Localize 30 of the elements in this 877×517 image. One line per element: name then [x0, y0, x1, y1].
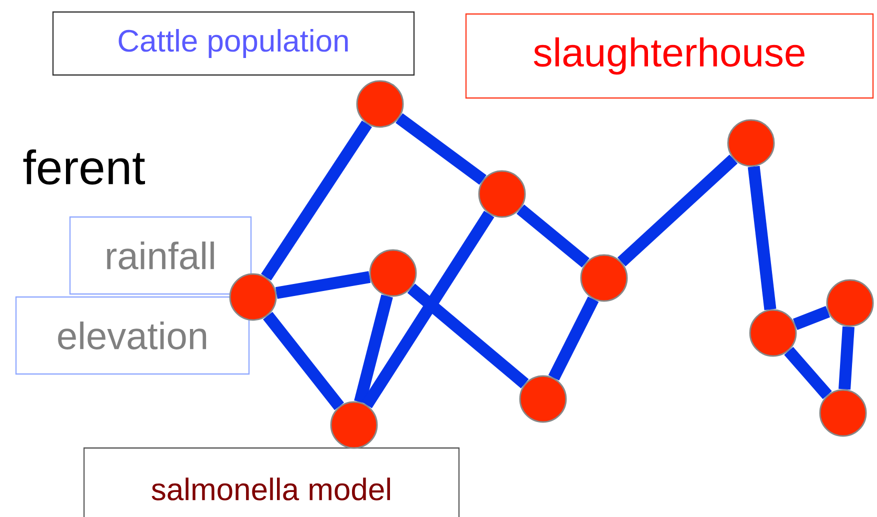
connection-line	[838, 326, 854, 390]
graph-node-dot	[580, 254, 628, 302]
connection-line	[263, 312, 344, 410]
graph-node-dot	[749, 309, 797, 357]
connection-line	[261, 120, 372, 280]
label-box: slaughterhouse	[465, 13, 874, 99]
connection-line	[516, 204, 590, 268]
connection-line	[784, 346, 832, 400]
graph-node-dot	[356, 80, 404, 128]
label-box: Cattle population	[52, 11, 415, 76]
connection-line	[362, 210, 494, 408]
label-box: elevation	[15, 296, 250, 375]
connection-line	[792, 306, 830, 330]
graph-node-dot	[727, 119, 775, 167]
label-box: rainfall	[69, 216, 252, 295]
connection-line	[396, 113, 486, 185]
label-box: salmonella model	[83, 447, 460, 517]
graph-node-dot	[819, 389, 867, 437]
connection-line	[617, 154, 738, 266]
connection-line	[275, 271, 371, 299]
slide-text: ferent	[23, 149, 145, 185]
graph-node-dot	[229, 273, 277, 321]
graph-node-dot	[826, 279, 874, 327]
connection-line	[748, 166, 776, 310]
graph-node-dot	[519, 375, 567, 423]
connection-line	[354, 294, 393, 404]
connection-line	[548, 296, 599, 380]
graph-node-dot	[369, 249, 417, 297]
graph-node-dot	[478, 170, 526, 218]
graph-node-dot	[330, 401, 378, 449]
